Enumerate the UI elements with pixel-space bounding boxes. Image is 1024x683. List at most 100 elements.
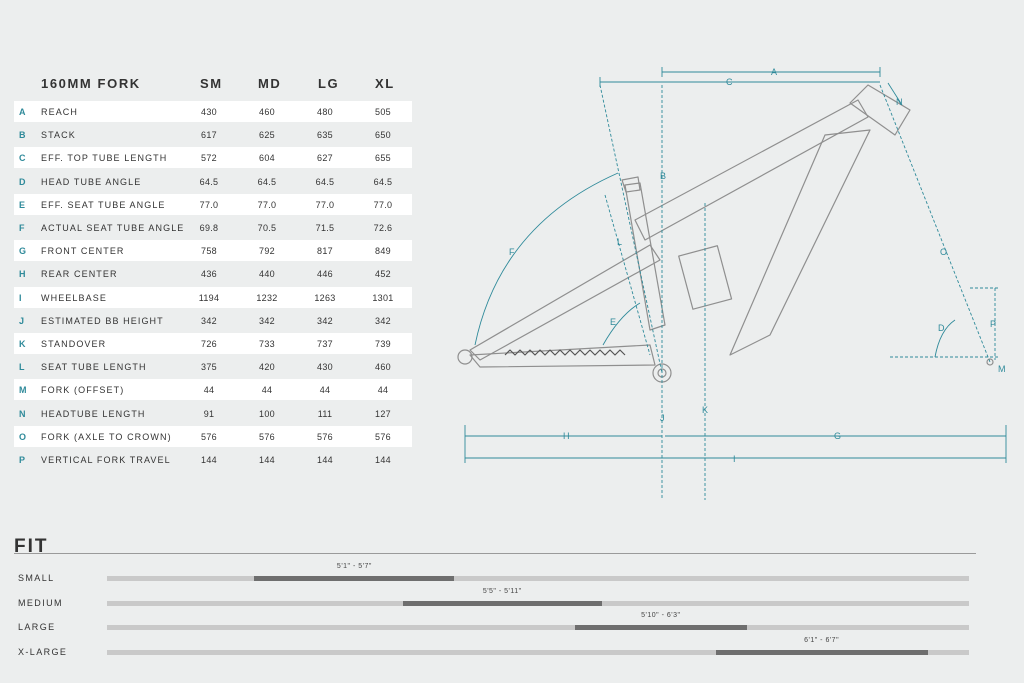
- row-letter: G: [19, 246, 28, 257]
- chain-stay: [469, 344, 656, 368]
- row-letter: A: [19, 107, 27, 117]
- row-value-md: 792: [259, 246, 275, 257]
- dim-label-h: H: [563, 431, 570, 441]
- row-value-lg: 64.5: [315, 176, 335, 187]
- row-value-sm: 69.8: [199, 223, 219, 233]
- row-value-xl: 505: [375, 107, 391, 117]
- row-value-lg: 342: [317, 315, 333, 326]
- row-value-lg: 627: [317, 153, 333, 164]
- row-value-xl: 342: [375, 315, 391, 326]
- row-value-sm: 436: [201, 269, 217, 280]
- fit-range-label: 6'1" - 6'7": [804, 636, 840, 644]
- head-tube: [849, 84, 911, 136]
- fit-size-label: SMALL: [18, 573, 55, 583]
- seat-tube: [624, 182, 666, 331]
- chainstay-protector: [504, 349, 626, 356]
- row-value-xl: 650: [375, 130, 391, 141]
- row-value-xl: 44: [377, 385, 389, 396]
- row-value-md: 440: [259, 269, 275, 280]
- row-value-xl: 655: [375, 153, 391, 164]
- dim-label-m: M: [998, 364, 1006, 374]
- row-value-sm: 64.5: [199, 176, 219, 187]
- row-label: ACTUAL SEAT TUBE ANGLE: [41, 223, 185, 233]
- size-header-md: MD: [258, 76, 282, 91]
- dim-label-j: J: [660, 413, 665, 423]
- row-value-md: 460: [259, 107, 275, 117]
- rear-axle: [457, 349, 473, 365]
- row-label: FORK (OFFSET): [41, 385, 125, 396]
- fit-size-label: LARGE: [18, 622, 56, 632]
- fit-size-label: MEDIUM: [18, 597, 63, 608]
- row-value-sm: 430: [201, 107, 217, 117]
- row-letter: M: [19, 385, 28, 396]
- row-value-lg: 44: [319, 385, 331, 396]
- row-letter: K: [19, 339, 27, 349]
- row-value-lg: 737: [317, 339, 333, 349]
- row-value-xl: 72.6: [373, 223, 393, 233]
- row-label: FORK (AXLE TO CROWN): [41, 431, 172, 442]
- row-value-sm: 342: [201, 315, 217, 326]
- row-value-xl: 460: [375, 362, 391, 373]
- row-value-sm: 77.0: [199, 199, 219, 210]
- row-value-lg: 111: [317, 408, 333, 419]
- row-letter: O: [19, 431, 28, 442]
- dim-label-p: P: [990, 319, 996, 329]
- down-tube: [729, 129, 871, 356]
- rear-shock: [678, 245, 733, 310]
- fit-title: FIT: [14, 536, 49, 557]
- row-value-sm: 758: [201, 246, 217, 257]
- row-value-sm: 91: [203, 408, 215, 419]
- dim-label-c: C: [726, 77, 733, 87]
- bike-geometry-diagram: A B C D E F G H I J K L M N O P: [457, 67, 1007, 500]
- row-letter: D: [19, 176, 27, 187]
- fit-track: [107, 649, 969, 655]
- row-value-md: 64.5: [257, 176, 277, 187]
- row-value-md: 77.0: [257, 199, 277, 210]
- row-value-md: 604: [259, 153, 275, 164]
- row-label: STANDOVER: [41, 339, 107, 349]
- fit-range-label: 5'10" - 6'3": [641, 612, 681, 619]
- row-value-md: 144: [259, 455, 275, 465]
- row-label: EFF. SEAT TUBE ANGLE: [41, 199, 166, 210]
- row-value-xl: 1301: [372, 292, 394, 303]
- row-label: WHEELBASE: [41, 292, 107, 303]
- geometry-table-header: 160MM FORK SM MD LG XL: [14, 76, 412, 98]
- row-value-sm: 726: [201, 339, 217, 349]
- row-value-xl: 64.5: [373, 176, 393, 187]
- dimension-lines: [464, 67, 1007, 500]
- row-value-lg: 446: [317, 269, 333, 280]
- size-header-lg: LG: [318, 76, 340, 91]
- row-letter: J: [19, 315, 26, 326]
- row-value-md: 420: [259, 362, 275, 373]
- row-letter: F: [19, 223, 26, 233]
- row-value-md: 342: [259, 315, 275, 326]
- row-value-lg: 144: [317, 455, 333, 465]
- row-label: REACH: [41, 107, 79, 117]
- row-value-xl: 77.0: [373, 199, 393, 210]
- row-value-xl: 127: [375, 408, 391, 419]
- row-value-md: 1232: [256, 292, 278, 303]
- row-label: HEAD TUBE ANGLE: [41, 176, 142, 187]
- row-label: STACK: [41, 130, 76, 141]
- row-letter: B: [19, 130, 27, 141]
- row-letter: C: [19, 153, 27, 164]
- dim-label-k: K: [702, 405, 708, 415]
- dim-label-d: D: [938, 323, 945, 333]
- row-value-sm: 144: [201, 455, 217, 465]
- dim-label-e: E: [610, 317, 616, 327]
- row-value-sm: 1194: [198, 292, 220, 303]
- row-value-sm: 576: [201, 431, 217, 442]
- dim-label-a: A: [771, 67, 777, 77]
